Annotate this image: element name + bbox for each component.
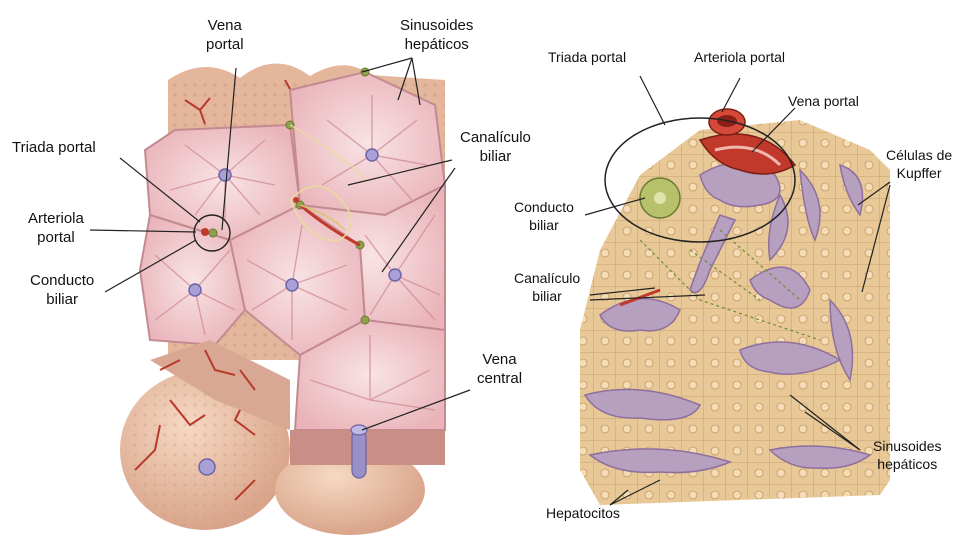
label-line: Hepatocitos bbox=[546, 504, 620, 522]
label-canaliculo-left: Canalículo biliar bbox=[460, 128, 531, 166]
label-kupffer: Células de Kupffer bbox=[886, 146, 952, 182]
label-line: Triada portal bbox=[548, 48, 626, 66]
label-line: Sinusoides bbox=[400, 16, 473, 35]
label-line: biliar bbox=[514, 216, 574, 234]
label-vena-portal-right: Vena portal bbox=[788, 92, 859, 110]
label-line: central bbox=[477, 369, 522, 388]
label-canaliculo-right: Canalículo biliar bbox=[514, 269, 580, 305]
label-line: biliar bbox=[514, 287, 580, 305]
label-line: Células de bbox=[886, 146, 952, 164]
label-triada-portal-left: Triada portal bbox=[12, 138, 96, 157]
label-line: Arteriola bbox=[28, 209, 84, 228]
label-sinusoides-right: Sinusoides hepáticos bbox=[873, 437, 942, 473]
label-arteriola-left: Arteriola portal bbox=[28, 209, 84, 247]
label-line: Triada portal bbox=[12, 138, 96, 157]
label-line: portal bbox=[28, 228, 84, 247]
left-liver-model bbox=[120, 63, 445, 535]
label-vena-central: Vena central bbox=[477, 350, 522, 388]
right-section-illustration bbox=[580, 109, 890, 505]
label-conducto-right: Conducto biliar bbox=[514, 198, 574, 234]
label-line: Conducto bbox=[514, 198, 574, 216]
label-line: Sinusoides bbox=[873, 437, 942, 455]
label-arteriola-right: Arteriola portal bbox=[694, 48, 785, 66]
label-line: biliar bbox=[30, 290, 94, 309]
label-vena-portal-left: Vena portal bbox=[206, 16, 244, 54]
label-line: Vena bbox=[477, 350, 522, 369]
label-line: Arteriola portal bbox=[694, 48, 785, 66]
label-sinusoides-left: Sinusoides hepáticos bbox=[400, 16, 473, 54]
label-line: portal bbox=[206, 35, 244, 54]
label-line: Vena bbox=[206, 16, 244, 35]
label-line: hepáticos bbox=[873, 455, 942, 473]
label-line: Kupffer bbox=[886, 164, 952, 182]
label-line: Vena portal bbox=[788, 92, 859, 110]
label-triada-portal-right: Triada portal bbox=[548, 48, 626, 66]
label-line: hepáticos bbox=[400, 35, 473, 54]
label-line: Canalículo bbox=[514, 269, 580, 287]
label-hepatocitos: Hepatocitos bbox=[546, 504, 620, 522]
label-line: Canalículo bbox=[460, 128, 531, 147]
label-line: biliar bbox=[460, 147, 531, 166]
label-line: Conducto bbox=[30, 271, 94, 290]
label-conducto-left: Conducto biliar bbox=[30, 271, 94, 309]
